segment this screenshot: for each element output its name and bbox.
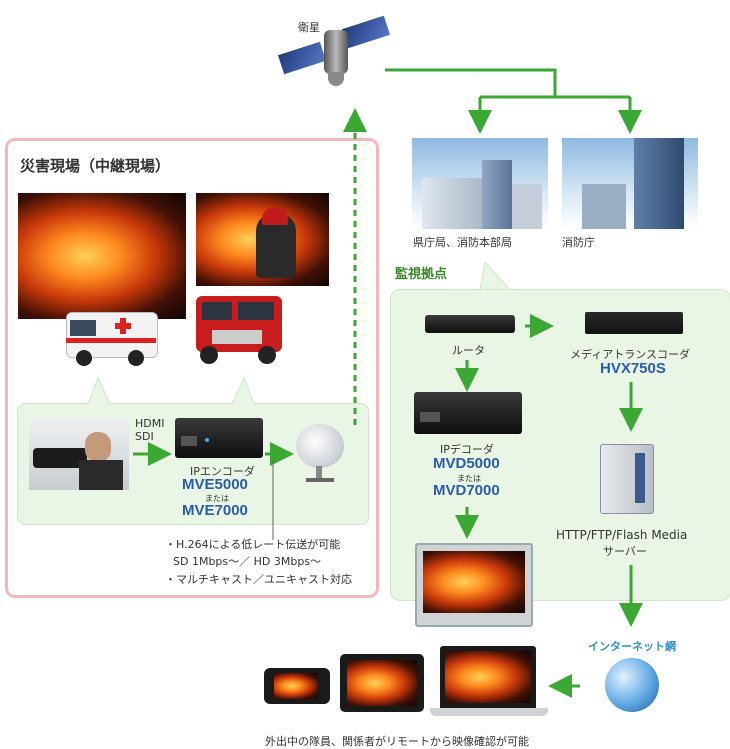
encoder-or: または	[205, 494, 229, 503]
cameraman-image	[29, 418, 129, 490]
smartphone-device	[264, 668, 330, 704]
decoder-label: IPデコーダ	[440, 443, 494, 456]
prefecture-building-image	[412, 138, 548, 229]
internet-label: インターネット網	[588, 640, 676, 653]
link-label-hdmi: HDMI	[135, 417, 165, 430]
transcoder-model: HVX750S	[600, 360, 666, 377]
router-label: ルータ	[452, 344, 485, 357]
satellite-dish-image	[292, 420, 354, 482]
decoder-or: または	[457, 474, 481, 483]
transcoder-label: メディアトランスコーダ	[570, 348, 691, 361]
monitor-display	[415, 543, 533, 627]
laptop-base	[430, 708, 548, 716]
server-label-1: HTTP/FTP/Flash Media	[556, 528, 688, 542]
encoder-model-2: MVE7000	[182, 502, 248, 519]
ambulance-image	[62, 300, 162, 368]
fire-agency-building-image	[562, 138, 698, 229]
fire-agency-label: 消防庁	[562, 236, 595, 249]
link-label-sdi: SDI	[135, 430, 154, 443]
server-label-2: サーバー	[603, 545, 647, 558]
note-bitrate: SD 1Mbps～／ HD 3Mbps～	[173, 555, 322, 568]
decoder-model-1: MVD5000	[433, 455, 500, 472]
note-h264: ・H.264による低レート伝送が可能	[165, 538, 341, 551]
tablet-device	[340, 654, 424, 712]
disaster-site-title: 災害現場（中継現場）	[20, 157, 171, 175]
footer-caption: 外出中の隊員、関係者がリモートから映像確認が可能	[265, 735, 529, 748]
globe-icon	[605, 658, 659, 712]
monitoring-title: 監視拠点	[395, 267, 448, 282]
note-multicast: ・マルチキャスト／ユニキャスト対応	[165, 573, 352, 586]
fire-truck-image	[192, 290, 288, 366]
firefighter-image	[196, 193, 329, 286]
prefecture-label: 県庁局、消防本部局	[413, 236, 512, 249]
ip-decoder-device	[414, 392, 522, 434]
laptop-device	[440, 646, 536, 708]
ip-encoder-device	[175, 418, 263, 458]
decoder-model-2: MVD7000	[433, 482, 500, 499]
burning-house-image	[18, 193, 186, 319]
server-device	[600, 444, 654, 514]
transcoder-device	[585, 312, 683, 334]
encoder-label: IPエンコーダ	[190, 465, 255, 478]
encoder-model-1: MVE5000	[182, 476, 248, 493]
satellite-image	[278, 8, 393, 98]
router-device	[425, 315, 515, 333]
satellite-label: 衛星	[298, 21, 320, 34]
